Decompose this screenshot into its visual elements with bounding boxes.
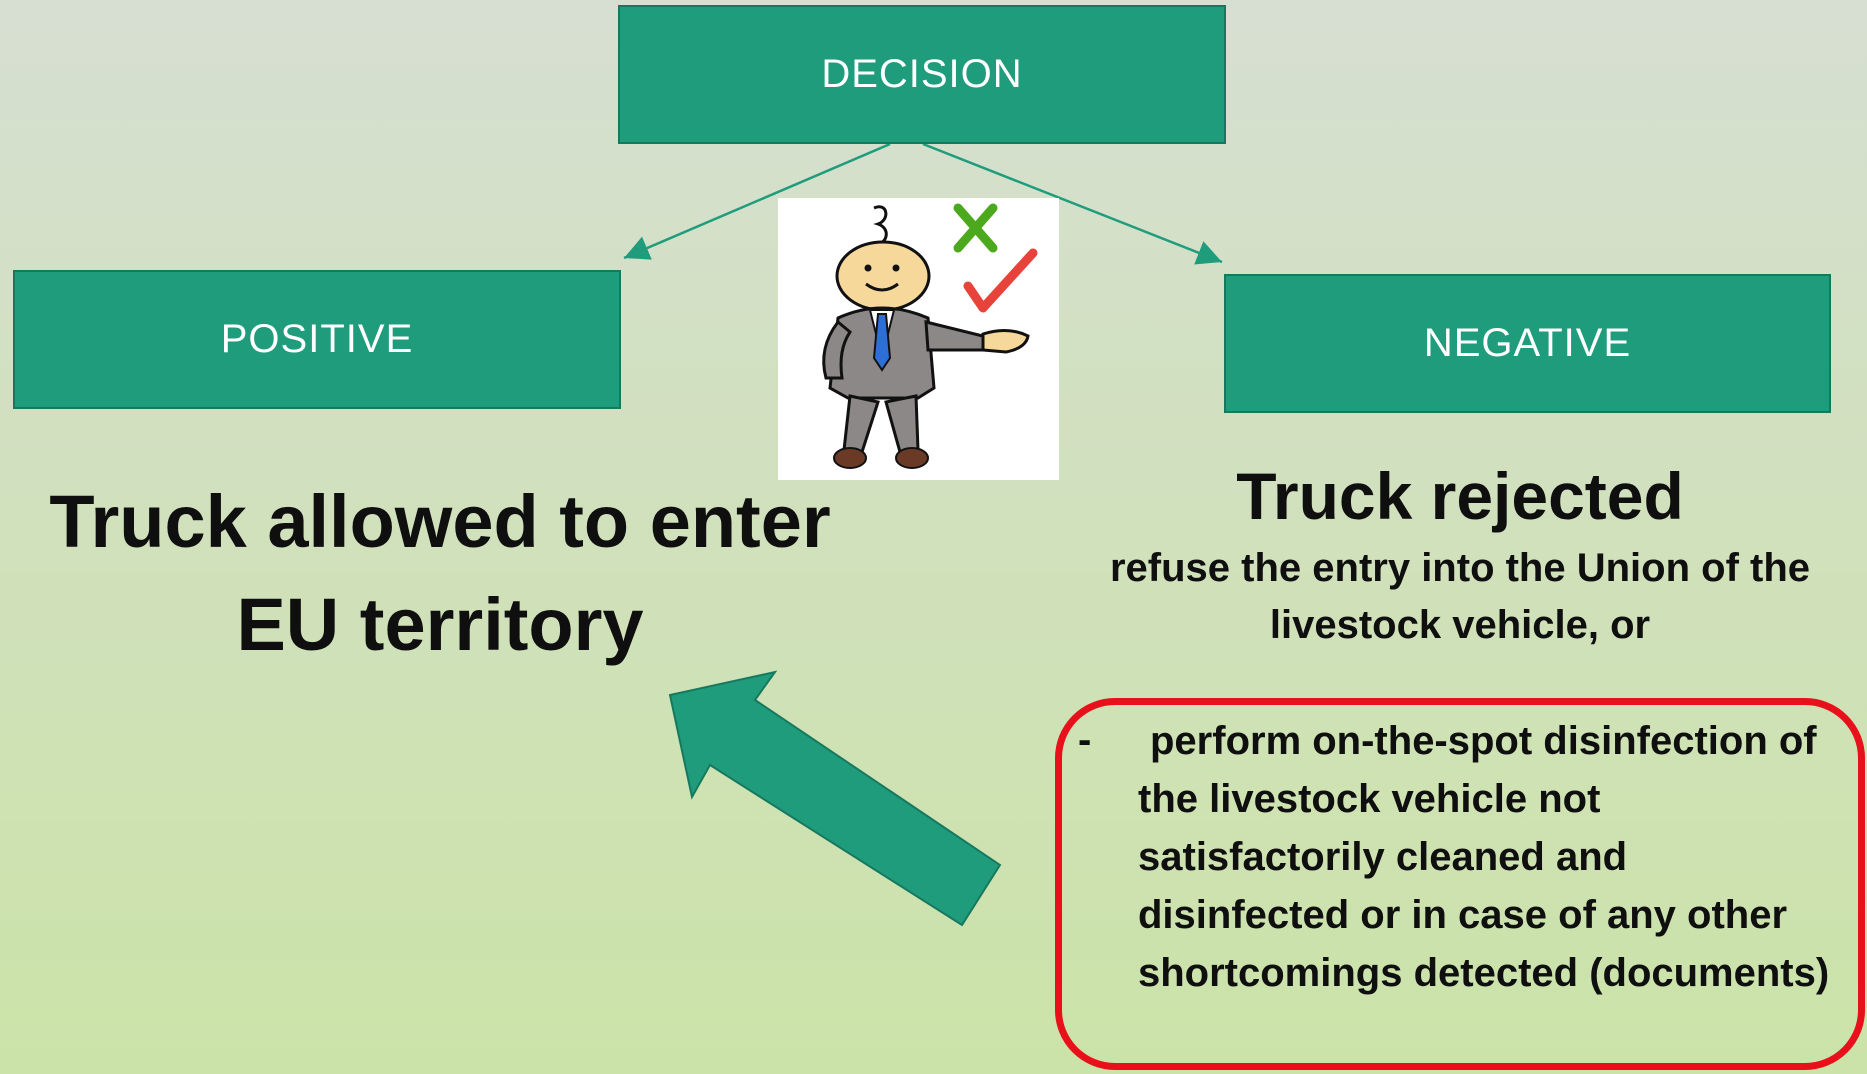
decision-box: DECISION: [618, 5, 1226, 144]
connector-to-negative: [922, 142, 1223, 265]
disinfection-option-box: [1055, 698, 1865, 1070]
negative-label: NEGATIVE: [1423, 321, 1632, 365]
positive-box: POSITIVE: [13, 270, 621, 409]
negative-result-title: Truck rejected: [1236, 459, 1684, 533]
option-bullet: -: [1078, 718, 1092, 762]
positive-label: POSITIVE: [220, 317, 414, 361]
big-arrow-icon: [668, 670, 1002, 927]
connector-to-positive: [623, 142, 891, 260]
positive-result-text: Truck allowed to enter EU territory: [49, 480, 831, 666]
disinfection-option-text: perform on-the-spot disinfection of the …: [1138, 719, 1830, 995]
negative-box: NEGATIVE: [1224, 274, 1831, 413]
cross-icon: [953, 203, 998, 253]
negative-result-subtitle: refuse the entry into the Union of the l…: [1109, 546, 1811, 647]
check-icon: [963, 248, 1038, 313]
decision-maker-illustration: [778, 198, 1059, 480]
decision-label: DECISION: [821, 52, 1023, 96]
